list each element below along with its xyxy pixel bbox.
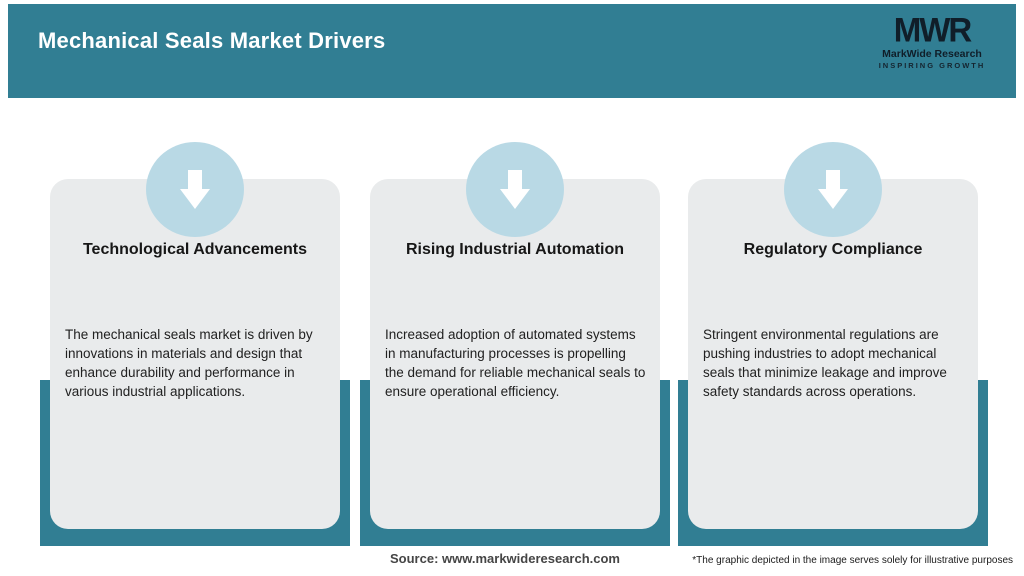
card-title: Rising Industrial Automation [405, 241, 625, 258]
arrow-down-icon [494, 167, 536, 213]
source-text: Source: www.markwideresearch.com [389, 551, 621, 566]
disclaimer-text: *The graphic depicted in the image serve… [692, 555, 1013, 566]
arrow-down-icon [174, 167, 216, 213]
driver-card-rising-industrial-automation: Rising Industrial Automation Increased a… [370, 179, 660, 529]
arrow-badge [146, 142, 244, 237]
header-bar: Mechanical Seals Market Drivers MWR Mark… [8, 4, 1016, 98]
brand-logo: MWR MarkWide Research INSPIRING GROWTH [862, 10, 1002, 70]
card-description: Stringent environmental regulations are … [703, 327, 947, 399]
card-title: Technological Advancements [82, 241, 308, 258]
logo-name: MarkWide Research [882, 48, 982, 60]
logo-tagline: INSPIRING GROWTH [878, 60, 986, 70]
card-description: The mechanical seals market is driven by… [65, 327, 313, 399]
arrow-badge [784, 142, 882, 237]
page-title: Mechanical Seals Market Drivers [38, 28, 386, 53]
driver-card-technological-advancements: Technological Advancements The mechanica… [50, 179, 340, 529]
card-title: Regulatory Compliance [743, 241, 923, 258]
driver-card-regulatory-compliance: Regulatory Compliance Stringent environm… [688, 179, 978, 529]
arrow-badge [466, 142, 564, 237]
arrow-down-icon [812, 167, 854, 213]
logo-monogram: MWR [893, 10, 972, 49]
card-description: Increased adoption of automated systems … [385, 327, 646, 399]
